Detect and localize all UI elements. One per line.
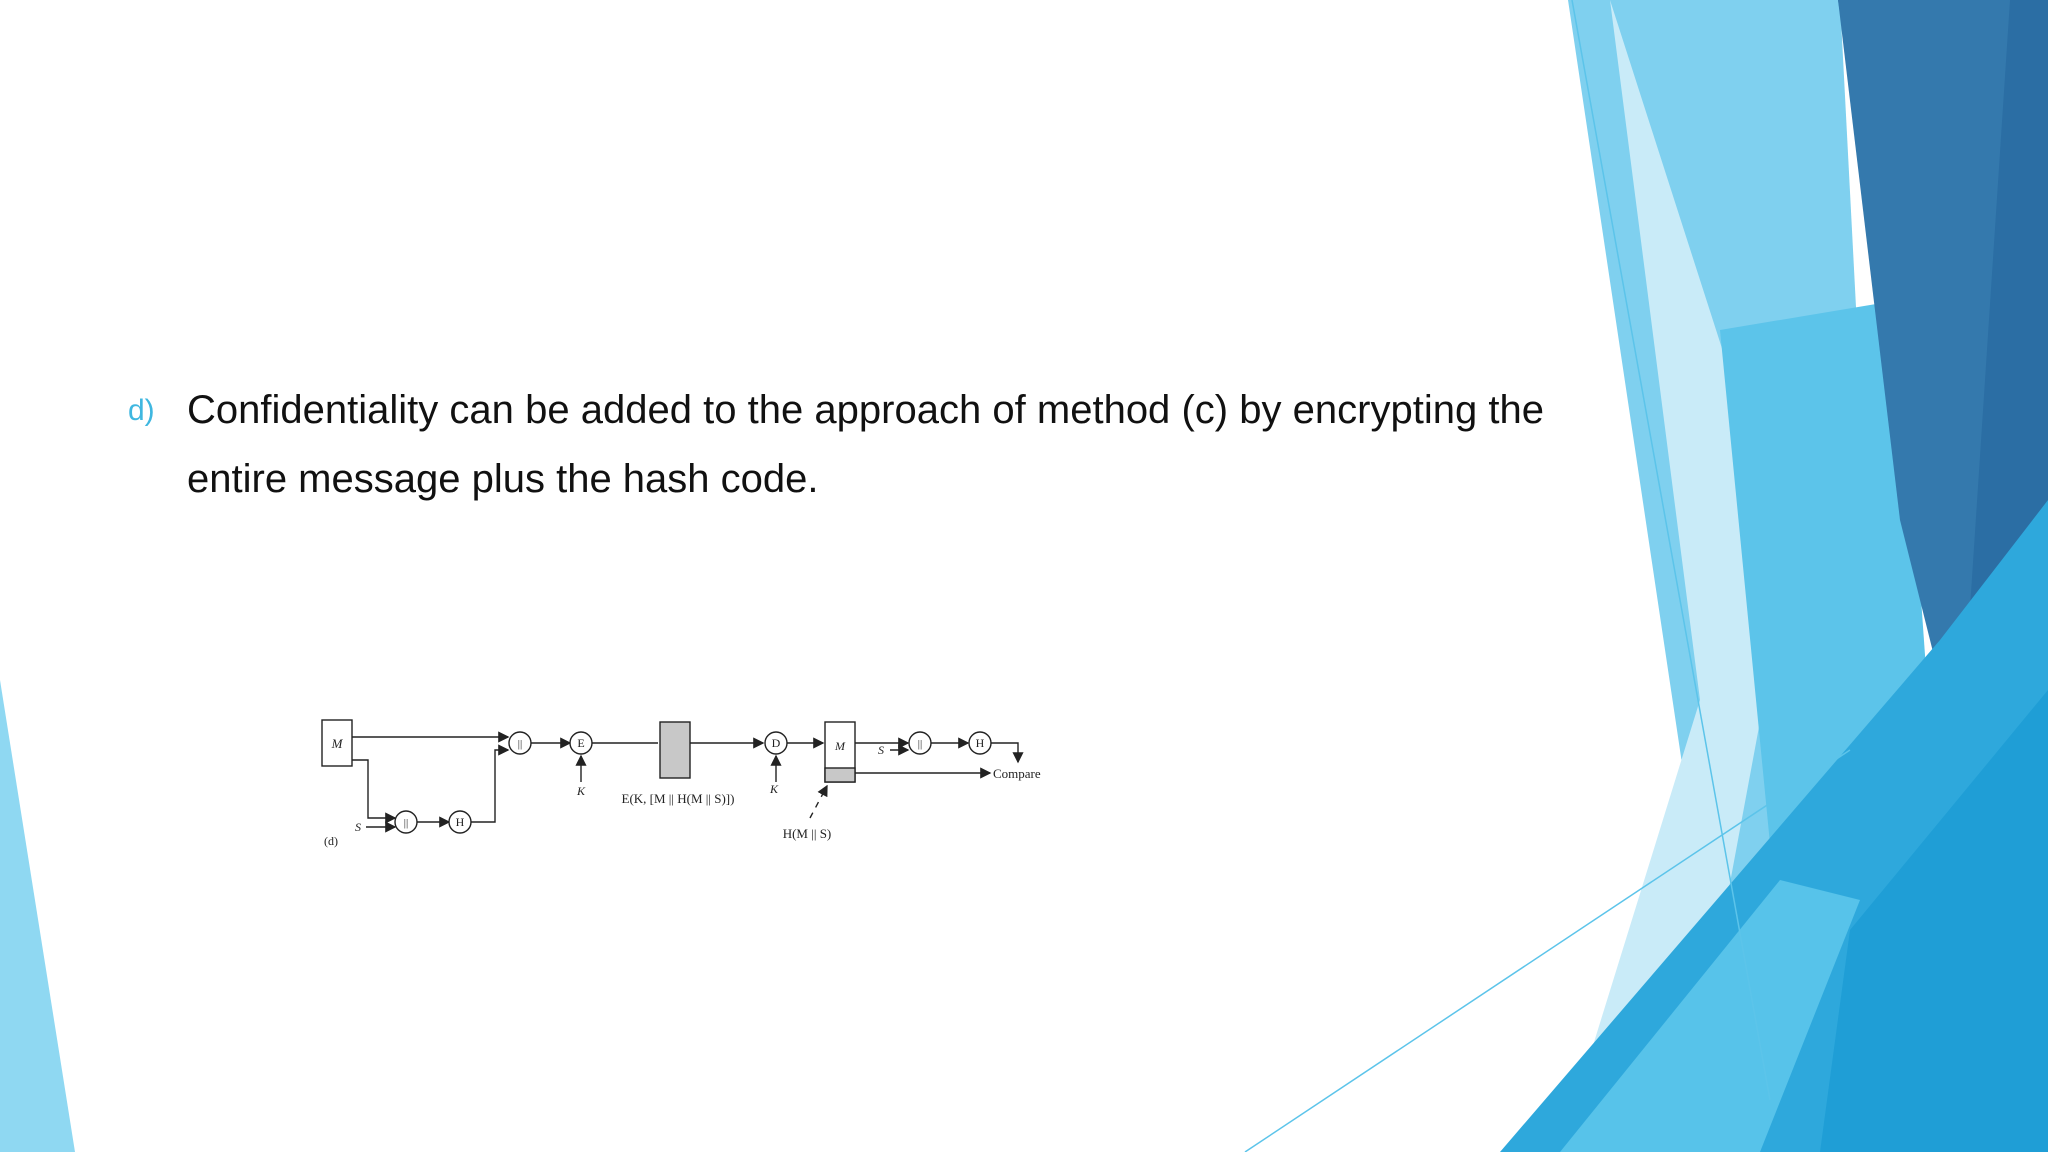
decor-line-2 [1244,749,1851,1152]
ciphertext-label: E(K, [M || H(M || S)]) [622,791,735,806]
key-2-label: K [769,782,779,796]
secret-sender-label: S [355,820,361,834]
arrow-hash-to-compare [991,742,1024,764]
bullet-text: Confidentiality can be added to the appr… [187,388,1544,501]
received-message-label: M [834,739,846,753]
hash-1-label: H [456,815,465,829]
lower-right-panel [1820,690,2048,1152]
hash-confidentiality-diagram: M S || H || E K E(K, [M || H(M || S)]) D… [321,719,1041,848]
received-hash-segment [824,767,856,783]
received-hash-label: H(M || S) [783,826,832,841]
secret-receiver-label: S [878,743,884,757]
encrypt-label: E [577,736,584,750]
message-label: M [331,736,344,751]
compare-label: Compare [993,766,1041,781]
bullet-marker: d) [128,394,155,427]
decor-line-1 [1571,0,1771,1101]
arrow-hash-to-concat [471,744,510,823]
concat-3-label: || [918,738,922,750]
message-box [321,719,353,767]
decrypt-label: D [772,736,781,750]
hash-pointer-line [809,784,828,819]
concat-2-label: || [518,738,522,750]
lower-cyan-panel [1560,880,1860,1152]
left-sliver-shape [0,680,75,1152]
panel-label: (d) [324,834,338,848]
key-1-label: K [576,784,586,798]
concat-1-label: || [404,817,408,829]
arrow-m-to-lower-concat [352,759,397,824]
ciphertext-box [659,721,691,779]
right-dark-panel-2 [1838,0,2010,760]
right-pale-panel [1560,0,1790,1152]
hash-2-label: H [976,736,985,750]
